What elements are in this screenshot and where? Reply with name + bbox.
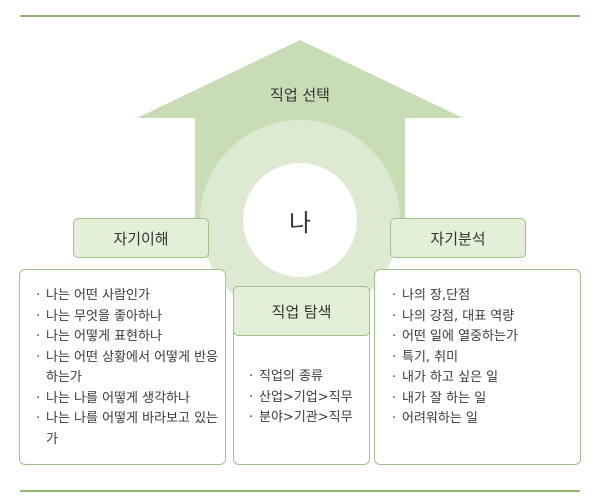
top-rule xyxy=(20,15,580,17)
self-understanding-header: 자기이해 xyxy=(73,218,209,258)
list-item: 어떤 일에 열중하는가 xyxy=(392,327,578,348)
arrow-label: 직업 선택 xyxy=(270,86,330,104)
list-item: 분야>기관>직무 xyxy=(249,408,369,429)
list-item: 나의 강점, 대표 역량 xyxy=(392,307,578,328)
list-item: 나는 어떻게 표현하나 xyxy=(36,327,222,348)
list-item: 나는 나를 어떻게 생각하나 xyxy=(36,389,222,410)
self-understanding-box: 나는 어떤 사람인가 나는 무엇을 좋아하나 나는 어떻게 표현하나 나는 어떤… xyxy=(19,269,226,465)
self-analysis-list: 나의 장,단점 나의 강점, 대표 역량 어떤 일에 열중하는가 특기, 취미 … xyxy=(392,286,578,430)
list-item: 나는 어떤 사람인가 xyxy=(36,286,222,307)
list-item: 내가 하고 싶은 일 xyxy=(392,368,578,389)
list-item: 특기, 취미 xyxy=(392,348,578,369)
list-item: 나의 장,단점 xyxy=(392,286,578,307)
center-label: 나 xyxy=(288,208,312,237)
list-item: 직업의 종류 xyxy=(249,367,369,388)
job-exploration-list: 직업의 종류 산업>기업>직무 분야>기관>직무 xyxy=(249,367,369,429)
self-analysis-header: 자기분석 xyxy=(390,218,526,258)
job-exploration-header: 직업 탐색 xyxy=(233,286,370,336)
list-item: 산업>기업>직무 xyxy=(249,388,369,409)
list-item: 나는 어떤 상황에서 어떻게 반응하는가 xyxy=(36,348,222,389)
list-item: 어려워하는 일 xyxy=(392,409,578,430)
list-item: 나는 무엇을 좋아하나 xyxy=(36,307,222,328)
self-analysis-box: 나의 장,단점 나의 강점, 대표 역량 어떤 일에 열중하는가 특기, 취미 … xyxy=(374,269,581,465)
self-understanding-list: 나는 어떤 사람인가 나는 무엇을 좋아하나 나는 어떻게 표현하나 나는 어떤… xyxy=(36,286,222,450)
bottom-rule xyxy=(20,490,580,492)
list-item: 내가 잘 하는 일 xyxy=(392,389,578,410)
ring-inner xyxy=(243,163,357,277)
list-item: 나는 나를 어떻게 바라보고 있는가 xyxy=(36,409,222,450)
